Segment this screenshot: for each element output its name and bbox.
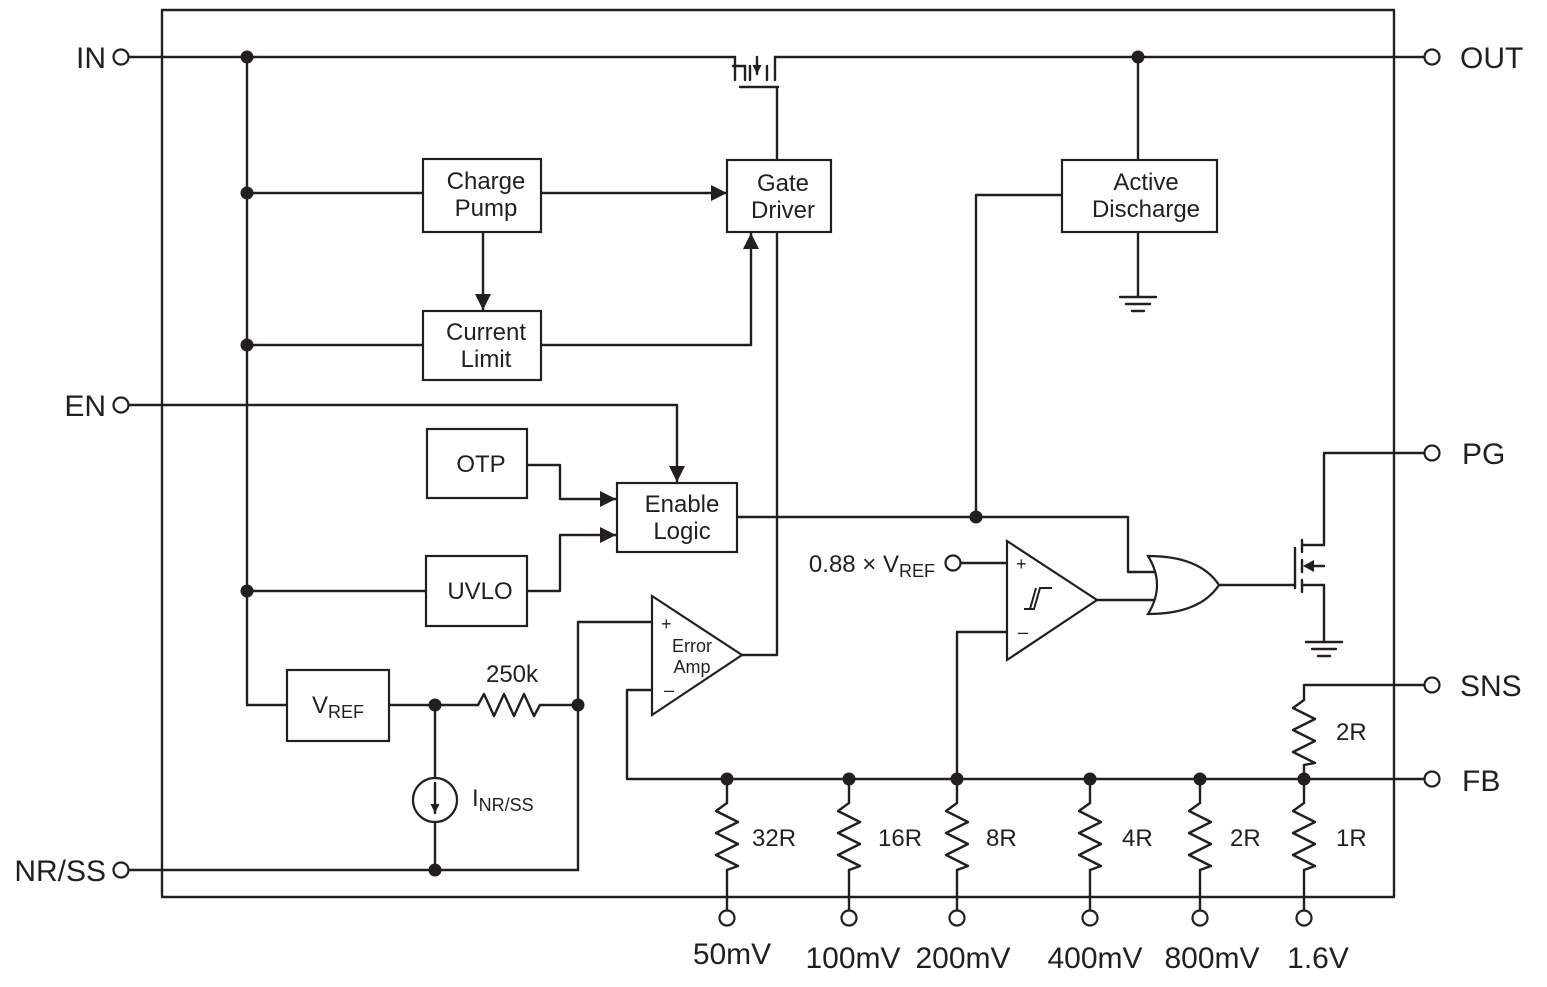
ladder-resistor xyxy=(1077,801,1103,872)
error-amp-minus: – xyxy=(664,680,674,700)
current-source-label: INR/SS xyxy=(472,785,534,815)
current-source-main: I xyxy=(472,785,479,812)
tap-label: 400mV xyxy=(1047,942,1142,975)
or-gate xyxy=(1146,554,1221,616)
pg-mosfet xyxy=(1293,538,1326,594)
charge-pump-label-2: Pump xyxy=(455,195,518,222)
in-pin-label: IN xyxy=(76,42,106,75)
fb-pin-label: FB xyxy=(1462,765,1500,798)
comparator-plus: + xyxy=(1016,554,1027,574)
sns-pin xyxy=(1423,676,1441,694)
sns-resistor-label: 2R xyxy=(1336,719,1367,746)
ground-symbol xyxy=(1118,295,1158,313)
pin-terminals xyxy=(112,48,1441,927)
charge-pump-label-1: Charge xyxy=(447,168,526,195)
gate-driver-label-1: Gate xyxy=(757,170,809,197)
ladder-resistor xyxy=(714,801,740,872)
threshold-prefix: 0.88 × V xyxy=(809,551,899,578)
enable-logic-label-1: Enable xyxy=(645,491,720,518)
current-limit-block: Current Limit xyxy=(421,309,543,382)
en-pin xyxy=(112,396,130,414)
hysteresis-icon xyxy=(1024,587,1052,610)
nr-ss-pin-label: NR/SS xyxy=(14,855,106,888)
out-pin-label: OUT xyxy=(1460,42,1523,75)
pg-comparator: + – xyxy=(1005,538,1099,663)
ladder-resistor-label: 32R xyxy=(752,825,796,852)
in-pin xyxy=(112,48,130,66)
resistor-250k xyxy=(476,692,542,718)
error-amp-plus: + xyxy=(661,614,672,634)
ladder-resistor xyxy=(944,801,970,872)
enable-logic-label-2: Logic xyxy=(653,518,710,545)
ladder-resistor xyxy=(1291,801,1317,872)
tap-pin xyxy=(1191,909,1209,927)
ladder-resistor xyxy=(1187,801,1213,872)
otp-block: OTP xyxy=(425,427,529,500)
tap-pin xyxy=(1081,909,1099,927)
wires xyxy=(126,55,1427,913)
tap-label: 200mV xyxy=(915,942,1010,975)
vref-main: V xyxy=(312,692,328,719)
nr-ss-pin xyxy=(112,861,130,879)
current-source-sub: NR/SS xyxy=(479,795,534,815)
active-discharge-block: Active Discharge xyxy=(1060,158,1219,234)
ladder-resistor-label: 8R xyxy=(986,825,1017,852)
error-amplifier: + – Error Amp xyxy=(650,593,744,718)
vref-block: VREF xyxy=(285,668,391,743)
ground-symbol xyxy=(1304,640,1344,658)
sns-pin-label: SNS xyxy=(1460,670,1522,703)
threshold-label: 0.88 × VREF xyxy=(809,551,935,581)
current-limit-label-1: Current xyxy=(446,319,526,346)
tap-pin xyxy=(840,909,858,927)
active-discharge-label-1: Active xyxy=(1113,169,1178,196)
out-pin xyxy=(1423,48,1441,66)
current-limit-label-2: Limit xyxy=(461,346,512,373)
comparator-minus: – xyxy=(1018,622,1028,642)
error-amp-label-2: Amp xyxy=(673,657,710,677)
ladder-resistor xyxy=(836,801,862,872)
uvlo-block: UVLO xyxy=(424,554,529,628)
en-pin-label: EN xyxy=(64,390,106,423)
vref-label: VREF xyxy=(312,692,364,722)
pass-mosfet xyxy=(731,55,780,89)
tap-label: 100mV xyxy=(805,942,900,975)
enable-logic-block: Enable Logic xyxy=(615,481,739,554)
nr-ss-current-source xyxy=(411,776,459,824)
tap-label: 800mV xyxy=(1164,942,1259,975)
gate-driver-block: Gate Driver xyxy=(725,158,833,234)
vref-sub: REF xyxy=(328,702,364,722)
error-amp-label-1: Error xyxy=(672,636,712,656)
charge-pump-block: Charge Pump xyxy=(421,157,543,234)
tap-label: 1.6V xyxy=(1287,942,1349,975)
junction-dots xyxy=(240,50,1311,877)
threshold-node xyxy=(944,554,962,572)
tap-pin xyxy=(1295,909,1313,927)
fb-pin xyxy=(1423,770,1441,788)
threshold-sub: REF xyxy=(899,561,935,581)
resistor-250k-label: 250k xyxy=(486,661,539,688)
gate-driver-label-2: Driver xyxy=(751,197,815,224)
sns-resistor xyxy=(1291,698,1317,767)
ladder-resistor-label: 16R xyxy=(878,825,922,852)
uvlo-label: UVLO xyxy=(447,578,512,605)
pg-pin-label: PG xyxy=(1462,438,1505,471)
otp-label: OTP xyxy=(456,451,505,478)
ladder-resistor-label: 4R xyxy=(1122,825,1153,852)
tap-pin xyxy=(948,909,966,927)
ladder-resistor-label: 1R xyxy=(1336,825,1367,852)
active-discharge-label-2: Discharge xyxy=(1092,196,1200,223)
tap-pin xyxy=(718,909,736,927)
ladder-resistor-label: 2R xyxy=(1230,825,1261,852)
tap-label: 50mV xyxy=(693,938,771,971)
pg-pin xyxy=(1423,444,1441,462)
